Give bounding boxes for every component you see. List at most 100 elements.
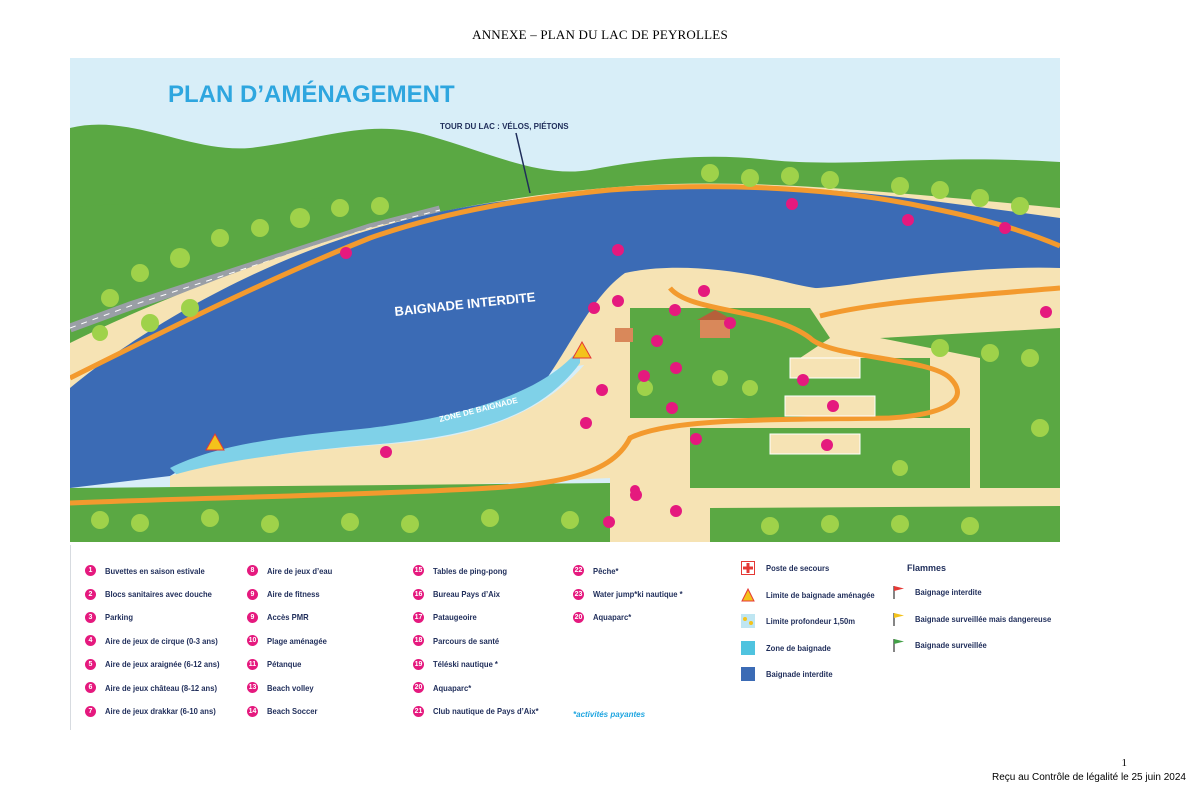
flag-label: Baignage interdite	[915, 587, 982, 598]
legend-label: Blocs sanitaires avec douche	[105, 589, 212, 600]
number-badge: 3	[85, 611, 96, 623]
symbol-item: Limite profondeur 1,50m	[741, 608, 884, 635]
legend-col-4: 22 Pêche* 23 Water jump*ki nautique * 20 Aq…	[573, 559, 690, 629]
warning-triangle-icon	[741, 587, 755, 602]
legend-item: 7 Aire de jeux drakkar (6-10 ans)	[85, 699, 230, 722]
lake-map: PLAN D’AMÉNAGEMENT TOUR DU LAC : VÉLOS, …	[70, 58, 1060, 542]
number-badge: 4	[85, 635, 96, 647]
number-badge: 20	[413, 682, 424, 694]
legend-item: 22 Pêche*	[573, 559, 690, 582]
number-badge: 20	[573, 611, 584, 623]
number-badge: 13	[247, 682, 258, 694]
legend-label: Beach Soccer	[267, 706, 318, 717]
flammes-title: Flammes	[907, 563, 947, 573]
number-badge: 18	[413, 635, 424, 647]
flag-label: Baignade surveillée	[915, 640, 987, 651]
legend-label: Aire de fitness	[267, 589, 320, 600]
legend-label: Aire de jeux d’eau	[267, 565, 333, 576]
legend-item: 23 Water jump*ki nautique *	[573, 582, 690, 605]
document-title: ANNEXE – PLAN DU LAC DE PEYROLLES	[472, 27, 728, 42]
number-badge: 8	[247, 565, 258, 577]
legend-item: 10 Plage aménagée	[247, 629, 338, 652]
legend-item: 2 Blocs sanitaires avec douche	[85, 582, 230, 605]
legend-label: Beach volley	[267, 682, 314, 693]
symbols-legend: Poste de secours Limite de baignade amén…	[741, 555, 884, 688]
map-title: PLAN D’AMÉNAGEMENT	[168, 80, 455, 108]
symbol-item: Baignade interdite	[741, 661, 884, 688]
legend-label: Aquaparc*	[593, 612, 632, 623]
symbol-label: Limite profondeur 1,50m	[766, 616, 856, 627]
legend-label: Pataugeoire	[433, 612, 477, 623]
symbol-item: Poste de secours	[741, 555, 884, 582]
flag-item: Baignade surveillée	[893, 632, 1063, 659]
page-number: 1	[1121, 757, 1128, 769]
depth-icon	[741, 614, 755, 629]
legend-label: Aire de jeux de cirque (0-3 ans)	[105, 635, 218, 646]
symbol-item: Limite de baignade aménagée	[741, 582, 884, 609]
flag-item: Baignage interdite	[893, 579, 1063, 606]
legend-label: Aire de jeux château (8-12 ans)	[105, 682, 218, 693]
legend-label: Pétanque	[267, 659, 302, 670]
legend-item: 14 Beach Soccer	[247, 699, 338, 722]
symbol-label: Zone de baignade	[766, 642, 831, 653]
number-badge: 11	[247, 658, 258, 670]
legend-label: Bureau Pays d’Aix	[433, 589, 501, 600]
number-badge: 6	[85, 682, 96, 694]
number-badge: 9	[247, 588, 258, 600]
number-badge: 1	[85, 565, 96, 577]
number-badge: 2	[85, 588, 96, 600]
symbol-item: Zone de baignade	[741, 635, 884, 662]
legend-item: 13 Beach volley	[247, 676, 338, 699]
number-badge: 10	[247, 635, 258, 647]
number-badge: 9	[247, 611, 258, 623]
symbol-label: Poste de secours	[766, 563, 830, 574]
legend-label: Parking	[105, 612, 134, 623]
swim-zone-swatch	[741, 640, 755, 655]
number-badge: 16	[413, 588, 424, 600]
legend-item: 9 Accès PMR	[247, 606, 338, 629]
number-badge: 7	[85, 705, 96, 717]
legend-label: Accès PMR	[267, 612, 309, 623]
number-badge: 21	[413, 705, 424, 717]
legend-item: 20 Aquaparc*	[413, 676, 548, 699]
legend-item: 8 Aire de jeux d’eau	[247, 559, 338, 582]
legend-label: Téléski nautique *	[433, 659, 498, 670]
flags-legend: Flammes Baignage interdite Baignade surv…	[893, 557, 1063, 659]
flag-item: Baignade surveillée mais dangereuse	[893, 606, 1063, 633]
legend-item: 16 Bureau Pays d’Aix	[413, 582, 548, 605]
legend-label: Aire de jeux araignée (6-12 ans)	[105, 659, 220, 670]
number-badge: 22	[573, 565, 584, 577]
number-badge: 5	[85, 658, 96, 670]
legend-label: Aire de jeux drakkar (6-10 ans)	[105, 706, 216, 717]
number-badge: 23	[573, 588, 584, 600]
legend-item: 4 Aire de jeux de cirque (0-3 ans)	[85, 629, 230, 652]
legend-item: 3 Parking	[85, 606, 230, 629]
yellow-flag-icon	[893, 612, 904, 626]
red-flag-icon	[893, 586, 904, 600]
number-badge: 14	[247, 705, 258, 717]
legend-item: 11 Pétanque	[247, 653, 338, 676]
legend-item: 17 Pataugeoire	[413, 606, 548, 629]
legend-label: Pêche*	[593, 565, 619, 576]
legend-label: Plage aménagée	[267, 635, 327, 646]
legend-label: Tables de ping-pong	[433, 565, 508, 576]
flag-label: Baignade surveillée mais dangereuse	[915, 613, 1052, 624]
number-badge: 17	[413, 611, 424, 623]
symbol-label: Baignade interdite	[766, 669, 833, 680]
symbol-label: Limite de baignade aménagée	[766, 589, 875, 600]
legend-label: Water jump*ki nautique *	[593, 589, 683, 600]
green-flag-icon	[893, 639, 904, 653]
legend-label: Aquaparc*	[433, 682, 472, 693]
tour-label: TOUR DU LAC : VÉLOS, PIÉTONS	[440, 122, 569, 131]
legend-item: 20 Aquaparc*	[573, 606, 690, 629]
paid-activities-note: *activités payantes	[573, 710, 646, 719]
no-swim-swatch	[741, 667, 755, 682]
legend-item: 9 Aire de fitness	[247, 582, 338, 605]
first-aid-icon	[741, 561, 755, 576]
